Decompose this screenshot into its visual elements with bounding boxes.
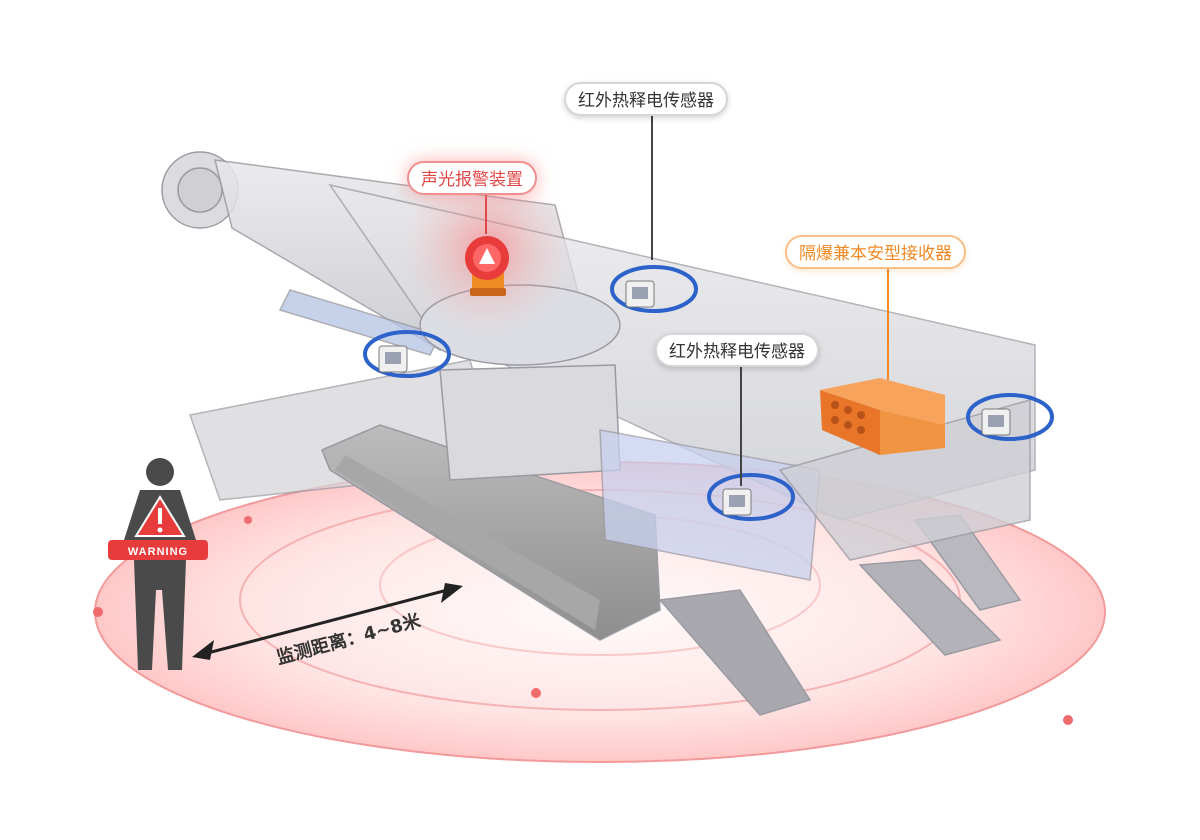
stabilizer-leg: [858, 559, 1002, 656]
zone-marker: [244, 516, 252, 524]
alarm-device: [465, 236, 509, 296]
callout-ir-sensor-top: 红外热释电传感器: [564, 82, 728, 116]
callout-receiver-label: 隔爆兼本安型接收器: [799, 244, 952, 264]
leader-line-alarm: [485, 194, 487, 234]
ir-sensor: [363, 330, 451, 378]
operator-cabin: [439, 364, 621, 481]
zone-marker: [93, 607, 103, 617]
zone-marker: [531, 688, 541, 698]
stabilizer-leg: [658, 589, 812, 716]
callout-receiver: 隔爆兼本安型接收器: [785, 235, 966, 269]
conveyor: [778, 399, 1031, 561]
callout-alarm-device: 声光报警装置: [407, 161, 537, 195]
hydraulic-arm: [278, 289, 442, 356]
zone-marker: [1063, 715, 1073, 725]
receiver-box: [820, 378, 945, 455]
leader-line-sensor-top: [651, 116, 653, 260]
warning-sign: WARNING: [108, 495, 208, 560]
callout-alarm-device-label: 声光报警装置: [421, 170, 523, 190]
ir-sensor: [610, 265, 698, 313]
leader-line-receiver: [887, 268, 889, 380]
callout-ir-sensor-mid-label: 红外热释电传感器: [669, 342, 805, 362]
ir-sensor: [707, 473, 795, 521]
ir-sensor: [966, 393, 1054, 441]
callout-ir-sensor-mid: 红外热释电传感器: [655, 333, 819, 367]
callout-ir-sensor-top-label: 红外热释电传感器: [578, 91, 714, 111]
alert-icon: [479, 248, 495, 264]
leader-line-sensor-mid: [740, 366, 742, 486]
warning-text: WARNING: [128, 546, 188, 558]
